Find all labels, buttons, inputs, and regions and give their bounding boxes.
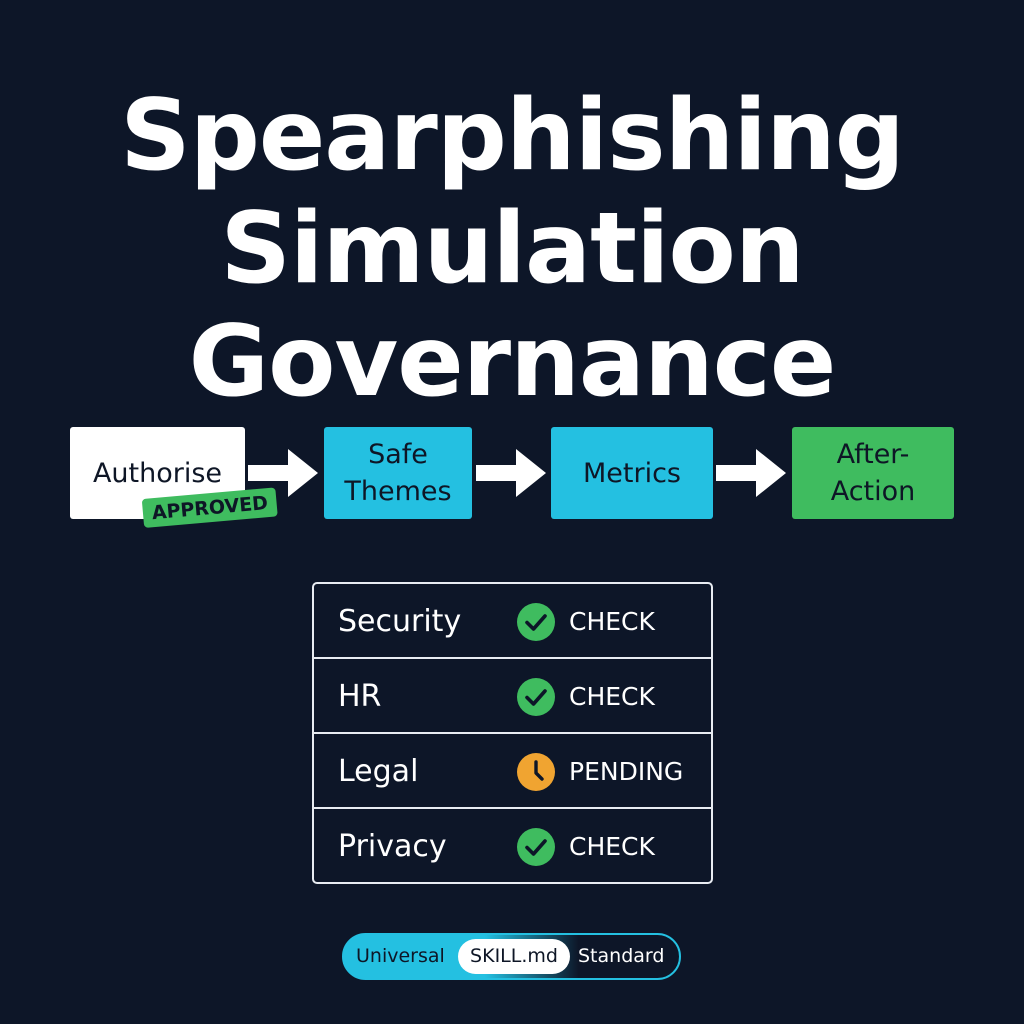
flow-arrow-icon [476, 449, 546, 497]
department-label: Legal [338, 754, 419, 789]
flow-arrow-icon [716, 449, 786, 497]
check-circle-icon [517, 678, 555, 716]
department-label: Privacy [338, 829, 447, 864]
page-title: Spearphishing Simulation Governance [0, 80, 1024, 419]
badge-right-label: Standard [578, 945, 665, 967]
flow-step-label: After- Action [830, 439, 916, 507]
title-line-2: Simulation [220, 192, 804, 306]
flow-step-after-action: After- Action [792, 427, 954, 519]
table-row: Legal PENDING [314, 734, 711, 809]
flow-step-safe-themes: Safe Themes [324, 427, 472, 519]
check-circle-icon [517, 828, 555, 866]
table-row: HR CHECK [314, 659, 711, 734]
department-label: Security [338, 604, 462, 639]
flow-step-label: Safe Themes [344, 439, 452, 507]
flow-step-label: Metrics [582, 457, 681, 489]
skill-standard-badge: Universal SKILL.md Standard [342, 933, 681, 980]
department-label: HR [338, 679, 382, 714]
title-line-3: Governance [188, 305, 837, 419]
check-circle-icon [517, 603, 555, 641]
approval-table: Security CHECK HR CHECK Legal PENDING Pr… [312, 582, 713, 884]
status-text: PENDING [569, 757, 684, 786]
table-row: Privacy CHECK [314, 809, 711, 882]
clock-icon [517, 753, 555, 791]
badge-left-label: Universal [356, 945, 445, 967]
table-row: Security CHECK [314, 584, 711, 659]
flow-step-label: Authorise [92, 457, 223, 489]
status-text: CHECK [569, 832, 655, 861]
status-text: CHECK [569, 682, 655, 711]
status-text: CHECK [569, 607, 655, 636]
badge-middle-label: SKILL.md [458, 939, 570, 974]
flow-arrow-icon [248, 449, 318, 497]
title-line-1: Spearphishing [120, 79, 905, 193]
flow-step-metrics: Metrics [551, 427, 713, 519]
